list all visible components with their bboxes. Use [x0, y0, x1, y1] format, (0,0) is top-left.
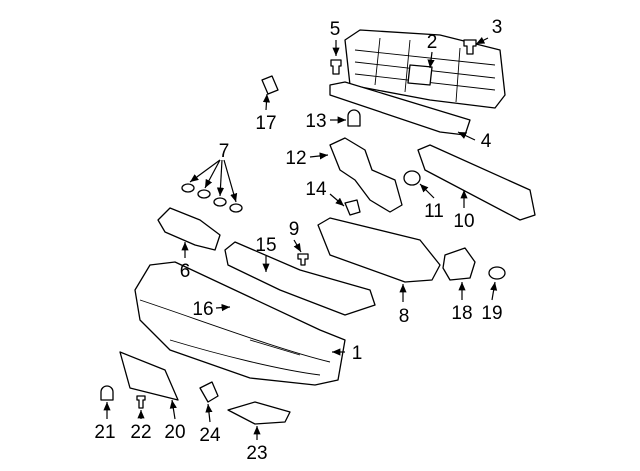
part-grille [344, 29, 506, 109]
part-plug-19 [488, 266, 506, 280]
callout-11: 11 [424, 201, 444, 222]
part-clip-9 [297, 253, 309, 266]
callout-8: 8 [399, 306, 410, 327]
callout-17: 17 [255, 113, 276, 134]
callout-6: 6 [180, 261, 191, 282]
part-bracket-6 [157, 207, 221, 251]
callout-14: 14 [305, 179, 327, 200]
callout-12: 12 [285, 148, 306, 169]
part-bracket-12 [329, 137, 403, 213]
part-foglamp-24 [199, 381, 219, 403]
callout-9: 9 [289, 219, 300, 240]
part-clips-7 [181, 183, 243, 213]
callout-16: 16 [192, 299, 213, 320]
callout-7: 7 [219, 141, 230, 162]
part-absorber-15 [224, 241, 376, 316]
part-grommet-11 [403, 170, 421, 186]
part-screw-22 [136, 395, 146, 409]
callout-4: 4 [481, 131, 492, 152]
part-fastener-13 [347, 109, 361, 127]
callout-2: 2 [427, 32, 438, 53]
part-license-bracket-20 [119, 351, 179, 401]
part-sensor-18 [442, 247, 476, 281]
callout-15: 15 [255, 235, 276, 256]
part-grille-23 [227, 401, 291, 425]
part-clip-14 [344, 199, 361, 216]
part-reinforcement-10 [417, 144, 536, 221]
callout-10: 10 [453, 211, 474, 232]
callout-13: 13 [305, 111, 326, 132]
callout-24: 24 [199, 425, 221, 446]
callout-5: 5 [330, 19, 341, 40]
leader-arrows [103, 37, 498, 440]
callout-19: 19 [481, 303, 502, 324]
part-bracket-17 [261, 75, 279, 95]
callout-1: 1 [352, 343, 363, 364]
callout-23: 23 [246, 443, 267, 464]
callout-18: 18 [451, 303, 472, 324]
part-screw-5 [330, 59, 342, 75]
callout-22: 22 [130, 422, 151, 443]
callout-20: 20 [164, 422, 185, 443]
callout-21: 21 [94, 422, 115, 443]
part-bumper-cover-1 [134, 261, 346, 386]
part-screw-21 [100, 385, 114, 401]
part-absorber-8 [317, 217, 441, 283]
callout-3: 3 [492, 17, 503, 38]
